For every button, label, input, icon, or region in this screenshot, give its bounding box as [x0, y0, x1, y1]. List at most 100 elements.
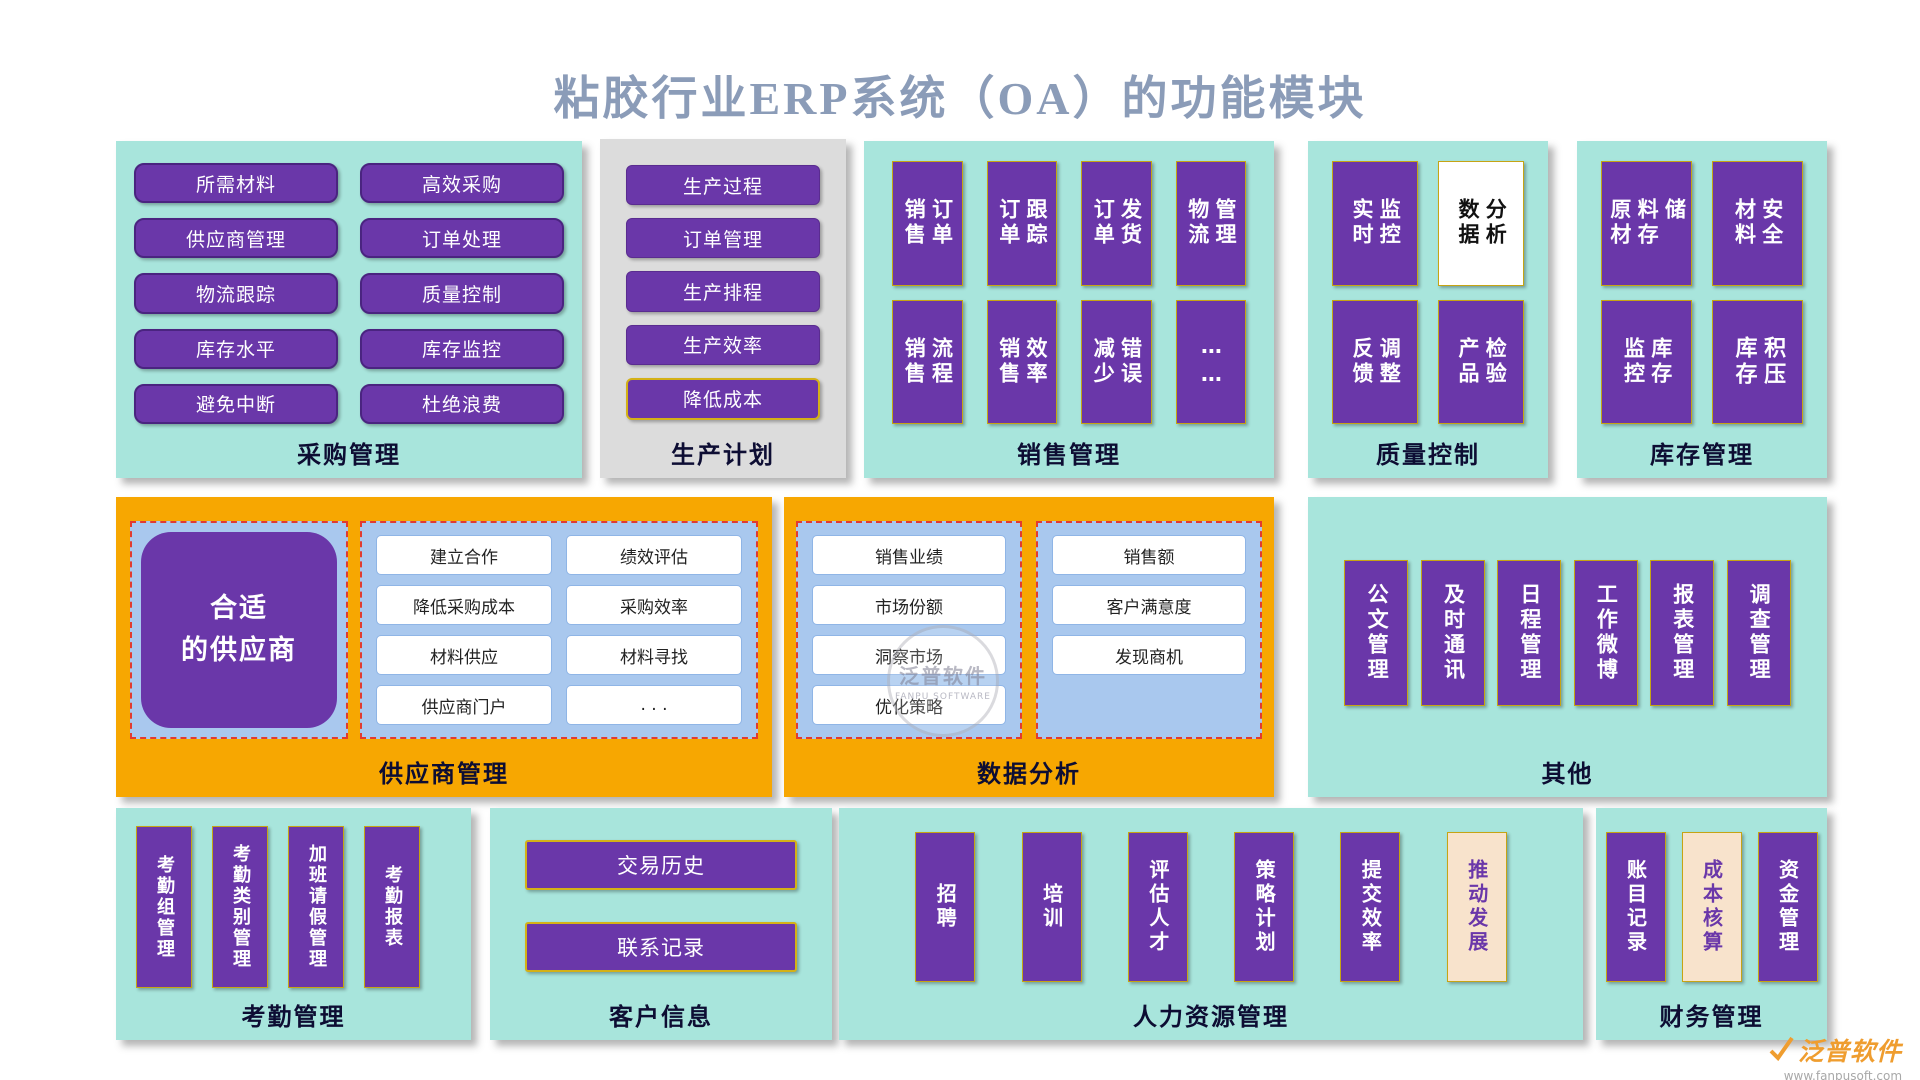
others-item: 报表管理: [1650, 560, 1715, 706]
others-item: 日程管理: [1497, 560, 1562, 706]
finance-label: 财务管理: [1659, 1003, 1764, 1031]
supplier-item: 降低采购成本: [376, 585, 552, 625]
supplier-item: 材料供应: [376, 635, 552, 675]
brand-pen-icon: [1768, 1035, 1794, 1065]
production-item: 生产过程: [626, 165, 820, 206]
inventory-item: 监控 库存: [1601, 299, 1692, 424]
inventory-item-highlight: 库存 积压: [1712, 299, 1803, 424]
panel-quality: 实时 监控 数据 分析 反馈 调整 产品 检验 质量控制: [1308, 141, 1548, 478]
inventory-item: 材料 安全: [1712, 161, 1803, 286]
sales-item: 销售 订单: [892, 161, 963, 286]
supplier-highlight: 合适 的供应商: [141, 532, 337, 728]
panel-others: 公文管理 及时通讯 日程管理 工作微博 报表管理 调查管理 其他: [1308, 497, 1827, 797]
procurement-item: 杜绝浪费: [360, 383, 564, 424]
production-item: 订单管理: [626, 218, 820, 259]
sales-label: 销售管理: [1017, 441, 1121, 469]
analysis-item: 洞察市场: [812, 635, 1006, 675]
supplier-body: 合适 的供应商 建立合作 绩效评估 降低采购成本 采购效率 材料供应 材料寻找 …: [130, 521, 758, 739]
brand-url: www.fanpusoft.com: [1783, 1069, 1903, 1080]
panel-attendance: 考勤组管理 考勤类别管理 加班请假管理 考勤报表 考勤管理: [116, 808, 471, 1040]
others-item: 及时通讯: [1420, 560, 1485, 706]
inventory-item: 原材 料存 储: [1601, 161, 1692, 286]
supplier-item: 建立合作: [376, 535, 552, 575]
attendance-item: 考勤报表: [364, 826, 420, 988]
sales-item: 减少 错误: [1081, 299, 1152, 424]
supplier-item: 采购效率: [566, 585, 742, 625]
supplier-item: 材料寻找: [566, 635, 742, 675]
panel-analysis: 销售业绩 市场份额 洞察市场 优化策略 销售额 客户满意度 发现商机 数据分析: [784, 497, 1274, 797]
others-label: 其他: [1541, 760, 1594, 788]
customer-item: 联系记录: [525, 922, 797, 972]
hr-item: 提交效率: [1340, 832, 1401, 982]
hr-item: 培训: [1021, 832, 1082, 982]
hr-row: 招聘 培训 评估人才 策略计划 提交效率 推动发展: [869, 832, 1553, 982]
others-item: 公文管理: [1344, 560, 1409, 706]
analysis-body: 销售业绩 市场份额 洞察市场 优化策略 销售额 客户满意度 发现商机: [784, 521, 1274, 739]
procurement-item: 供应商管理: [134, 218, 338, 259]
panel-hr: 招聘 培训 评估人才 策略计划 提交效率 推动发展 人力资源管理: [839, 808, 1583, 1040]
hr-item-highlight: 推动发展: [1446, 832, 1507, 982]
analysis-item: 市场份额: [812, 585, 1006, 625]
finance-item-highlight: 成本核算: [1681, 832, 1742, 982]
panel-supplier: 合适 的供应商 建立合作 绩效评估 降低采购成本 采购效率 材料供应 材料寻找 …: [116, 497, 772, 797]
quality-grid: 实时 监控 数据 分析 反馈 调整 产品 检验: [1332, 161, 1524, 424]
sales-grid: 销售 订单 订单 跟踪 订单 发货 物流 管理 销售 流程 销售 效率 减少 错…: [892, 161, 1246, 424]
analysis-item: 发现商机: [1052, 635, 1246, 675]
page-title: 粘胶行业ERP系统（OA）的功能模块: [553, 73, 1367, 124]
analysis-empty-slot: [1052, 685, 1246, 725]
analysis-label: 数据分析: [977, 760, 1081, 788]
production-item: 生产排程: [626, 271, 820, 312]
others-row: 公文管理 及时通讯 日程管理 工作微博 报表管理 调查管理: [1332, 529, 1803, 737]
inventory-label: 库存管理: [1650, 441, 1754, 469]
finance-item: 资金管理: [1757, 832, 1818, 982]
procurement-item: 所需材料: [134, 163, 338, 204]
sales-item: 物流 管理: [1175, 161, 1246, 286]
attendance-item: 考勤组管理: [136, 826, 192, 988]
procurement-item: 库存水平: [134, 328, 338, 369]
supplier-item: 供应商门户: [376, 685, 552, 725]
procurement-item: 物流跟踪: [134, 273, 338, 314]
supplier-item-more: . . .: [566, 685, 742, 725]
finance-item: 账目记录: [1605, 832, 1666, 982]
attendance-item: 加班请假管理: [288, 826, 344, 988]
procurement-item: 订单处理: [360, 218, 564, 259]
procurement-label: 采购管理: [297, 441, 401, 469]
analysis-item: 优化策略: [812, 685, 1006, 725]
panel-customer: 交易历史 联系记录 客户信息: [490, 808, 832, 1040]
procurement-item: 质量控制: [360, 273, 564, 314]
brand-logo: 泛普软件 www.fanpusoft.com: [1768, 1032, 1902, 1080]
procurement-item: 避免中断: [134, 383, 338, 424]
customer-list: 交易历史 联系记录: [490, 832, 832, 980]
panel-finance: 账目记录 成本核算 资金管理 财务管理: [1596, 808, 1827, 1040]
production-item: 生产效率: [626, 324, 820, 365]
customer-label: 客户信息: [609, 1003, 713, 1031]
others-item: 工作微博: [1573, 560, 1638, 706]
supplier-item: 绩效评估: [566, 535, 742, 575]
panel-procurement: 所需材料 高效采购 供应商管理 订单处理 物流跟踪 质量控制 库存水平 库存监控…: [116, 141, 582, 478]
production-label: 生产计划: [671, 441, 775, 469]
panel-production: 生产过程 订单管理 生产排程 生产效率 降低成本 生产计划: [600, 139, 846, 478]
others-item: 调查管理: [1726, 560, 1791, 706]
panel-inventory: 原材 料存 储 材料 安全 监控 库存 库存 积压 库存管理: [1577, 141, 1827, 478]
sales-item-more: ……: [1175, 299, 1246, 424]
inventory-grid: 原材 料存 储 材料 安全 监控 库存 库存 积压: [1601, 161, 1803, 424]
customer-item: 交易历史: [525, 840, 797, 890]
attendance-label: 考勤管理: [241, 1003, 346, 1031]
sales-item: 订单 跟踪: [986, 161, 1057, 286]
supplier-highlight-box: 合适 的供应商: [130, 521, 348, 739]
sales-item: 销售 效率: [986, 299, 1057, 424]
supplier-label: 供应商管理: [379, 760, 509, 788]
hr-item: 策略计划: [1234, 832, 1295, 982]
analysis-right-box: 销售额 客户满意度 发现商机: [1036, 521, 1262, 739]
attendance-row: 考勤组管理 考勤类别管理 加班请假管理 考勤报表: [136, 826, 451, 988]
sales-item: 订单 发货: [1081, 161, 1152, 286]
quality-item: 反馈 调整: [1332, 299, 1418, 424]
hr-item: 招聘: [915, 832, 976, 982]
finance-row: 账目记录 成本核算 资金管理: [1605, 832, 1818, 982]
quality-item: 产品 检验: [1438, 299, 1524, 424]
analysis-left-box: 销售业绩 市场份额 洞察市场 优化策略: [796, 521, 1022, 739]
hr-label: 人力资源管理: [1133, 1003, 1289, 1031]
quality-item: 实时 监控: [1332, 161, 1418, 286]
quality-item-highlight: 数据 分析: [1438, 161, 1524, 286]
